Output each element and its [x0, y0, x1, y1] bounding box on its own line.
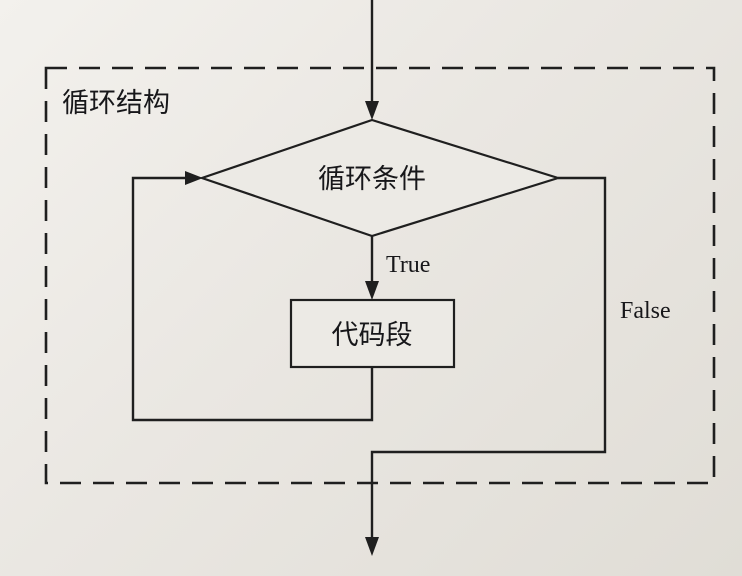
true-branch-label: True: [386, 252, 430, 278]
process-box: [289, 298, 456, 369]
loopback-arrowhead-right-icon: [185, 171, 203, 185]
condition-label: 循环条件: [318, 164, 426, 194]
condition-diamond: [198, 118, 562, 238]
loop-boundary-dashed-box: [44, 66, 716, 485]
exit-arrowhead-down-icon: [365, 537, 379, 556]
loopback-edge: [131, 176, 374, 422]
process-label: 代码段: [332, 320, 413, 350]
entry-arrowhead-down-icon: [365, 101, 379, 120]
loop-structure-title: 循环结构: [62, 88, 170, 118]
true-arrowhead-down-icon: [365, 281, 379, 300]
false-edge: [370, 176, 607, 538]
false-branch-label: False: [620, 298, 671, 324]
